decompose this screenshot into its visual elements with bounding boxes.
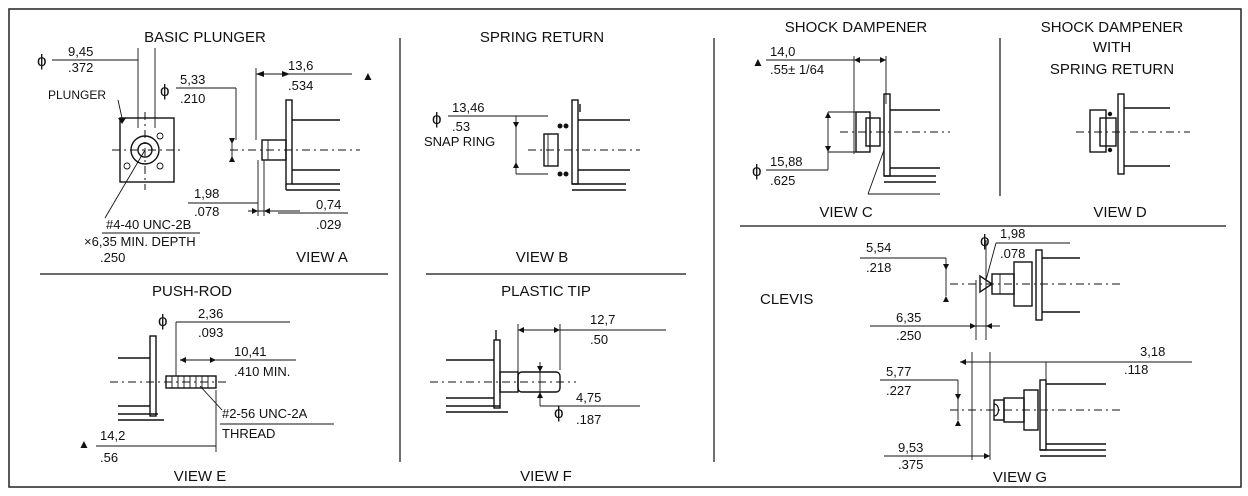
dim-in: .210 xyxy=(180,91,205,106)
view-d-label: VIEW D xyxy=(1093,204,1147,221)
dim-in: .50 xyxy=(590,332,608,347)
view-b-title: SPRING RETURN xyxy=(480,29,604,46)
dim-mm: 13,46 xyxy=(452,100,485,115)
diameter-symbol: ϕ xyxy=(554,403,564,422)
dim-in: .372 xyxy=(68,60,93,75)
dim-in: .56 xyxy=(100,450,118,465)
thread-note: .250 xyxy=(100,250,125,265)
dim-mm: 5,77 xyxy=(886,364,911,379)
dim-mm: 15,88 xyxy=(770,154,803,169)
dim-in: .029 xyxy=(316,217,341,232)
dim-mm: 12,7 xyxy=(590,312,615,327)
view-g-label: VIEW G xyxy=(993,469,1047,486)
dim-mm: 6,35 xyxy=(896,310,921,325)
dim-mm: 9,45 xyxy=(68,44,93,59)
view-c: SHOCK DAMPENER ▲ 14,0 .55± 1/64 ϕ 15,88 … xyxy=(752,19,950,221)
view-b-label: VIEW B xyxy=(516,249,569,266)
dim-mm: 14,0 xyxy=(770,44,795,59)
view-c-title: SHOCK DAMPENER xyxy=(785,19,928,36)
dim-mm: 3,18 xyxy=(1140,344,1165,359)
dim-mm: 1,98 xyxy=(1000,226,1025,241)
thread-note: THREAD xyxy=(222,426,275,441)
dim-in: .410 MIN. xyxy=(234,364,290,379)
thread-note: #4-40 UNC-2B xyxy=(106,217,191,232)
diameter-symbol: ϕ xyxy=(158,311,168,330)
view-e-label: VIEW E xyxy=(174,468,227,485)
view-b: SPRING RETURN ϕ 13,46 .53 SNAP RING VIEW… xyxy=(424,29,640,266)
diameter-symbol: ϕ xyxy=(752,161,762,180)
view-g: CLEVIS 5,54 .218 ϕ 1,98 .078 6,35 .250 3… xyxy=(760,226,1192,486)
view-d: SHOCK DAMPENER WITH SPRING RETURN VIEW D xyxy=(1041,19,1190,221)
dim-mm: 5,33 xyxy=(180,72,205,87)
diameter-symbol: ϕ xyxy=(37,51,47,70)
dim-in: .534 xyxy=(288,78,313,93)
reference-mark: ▲ xyxy=(752,55,764,69)
dim-in: .375 xyxy=(898,457,923,472)
sheet-border xyxy=(8,8,1242,488)
view-d-title: WITH xyxy=(1093,39,1131,56)
dim-mm: 5,54 xyxy=(866,240,891,255)
view-f-label: VIEW F xyxy=(520,468,572,485)
dim-in: .227 xyxy=(886,383,911,398)
view-d-title: SHOCK DAMPENER xyxy=(1041,19,1184,36)
dim-mm: 1,98 xyxy=(194,186,219,201)
view-e-title: PUSH-ROD xyxy=(152,283,232,300)
view-f: PLASTIC TIP 12,7 .50 ϕ 4,75 .187 VIEW F xyxy=(430,283,666,485)
diameter-symbol: ϕ xyxy=(432,109,442,128)
dim-in: .55± 1/64 xyxy=(770,62,824,77)
dim-mm: 10,41 xyxy=(234,344,267,359)
thread-note: ×6,35 MIN. DEPTH xyxy=(84,234,196,249)
dim-in: .093 xyxy=(198,325,223,340)
view-c-label: VIEW C xyxy=(819,204,873,221)
dim-in: .53 xyxy=(452,119,470,134)
dim-in: .187 xyxy=(576,412,601,427)
dim-in: .078 xyxy=(194,204,219,219)
dim-in: .250 xyxy=(896,328,921,343)
dim-in: .118 xyxy=(1124,362,1148,377)
view-e: PUSH-ROD ϕ 2,36 .093 10,41 .410 MIN. #2-… xyxy=(78,283,334,485)
view-f-title: PLASTIC TIP xyxy=(501,283,591,300)
view-a: BASIC PLUNGER ϕ 9,45 .372 PLUNGER ϕ 5,33… xyxy=(37,29,374,266)
dim-in: .078 xyxy=(1000,246,1025,261)
dim-mm: 2,36 xyxy=(198,306,223,321)
snap-ring-label: SNAP RING xyxy=(424,134,495,149)
diameter-symbol: ϕ xyxy=(980,231,990,250)
view-a-title: BASIC PLUNGER xyxy=(144,29,266,46)
view-g-title: CLEVIS xyxy=(760,291,813,308)
dim-mm: 0,74 xyxy=(316,197,341,212)
dim-in: .218 xyxy=(866,260,891,275)
view-d-title: SPRING RETURN xyxy=(1050,61,1174,78)
thread-note: #2-56 UNC-2A xyxy=(222,406,308,421)
diameter-symbol: ϕ xyxy=(160,81,170,100)
dim-in: .625 xyxy=(770,173,795,188)
plunger-label: PLUNGER xyxy=(48,88,106,102)
dim-mm: 9,53 xyxy=(898,440,923,455)
reference-mark: ▲ xyxy=(362,69,374,83)
view-a-label: VIEW A xyxy=(296,249,348,266)
reference-mark: ▲ xyxy=(78,437,90,451)
dim-mm: 14,2 xyxy=(100,428,125,443)
dim-mm: 13,6 xyxy=(288,58,313,73)
dim-mm: 4,75 xyxy=(576,390,601,405)
